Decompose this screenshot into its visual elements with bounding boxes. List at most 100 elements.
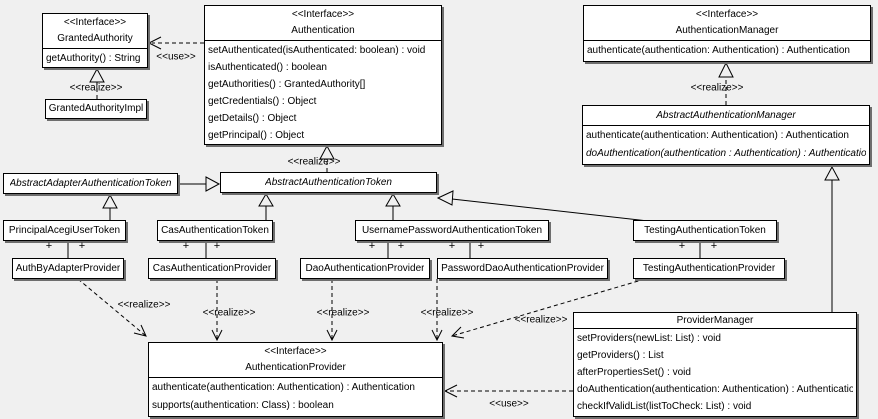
class-header: <<Interface>> GrantedAuthority xyxy=(43,14,147,48)
class-header: <<Interface>> AuthenticationProvider xyxy=(149,343,442,377)
uml-method: afterPropertiesSet() : void xyxy=(577,367,691,378)
uml-method: setProviders(newList: List) : void xyxy=(577,333,721,344)
use-arrow-providermanager-to-authenticationprovider xyxy=(443,384,573,398)
uml-method: getCredentials() : Object xyxy=(208,96,317,107)
uml-method: doAuthentication(authentication: Authent… xyxy=(577,384,853,395)
realize-label: <<realize>> xyxy=(69,82,123,94)
plus-marker: + xyxy=(213,240,221,252)
realize-label: <<realize>> xyxy=(316,307,370,319)
class-cas-authentication-token: CasAuthenticationToken xyxy=(157,220,273,241)
class-name: GrantedAuthorityImpl xyxy=(48,103,144,114)
class-name: PrincipalAcegiUserToken xyxy=(8,224,121,236)
plus-marker: + xyxy=(368,240,376,252)
class-name: UsernamePasswordAuthenticationToken xyxy=(361,224,543,236)
realize-label: <<realize>> xyxy=(514,314,568,326)
class-name: AuthenticationProvider xyxy=(245,362,346,373)
class-name: ProviderManager xyxy=(676,315,754,326)
methods-compartment: authenticate(authentication: Authenticat… xyxy=(583,125,869,164)
plus-marker: + xyxy=(710,240,718,252)
class-cas-authentication-provider: CasAuthenticationProvider xyxy=(148,258,276,279)
class-name: AuthByAdapterProvider xyxy=(15,262,121,274)
uml-method: getPrincipal() : Object xyxy=(208,130,305,141)
class-auth-by-adapter-provider: AuthByAdapterProvider xyxy=(12,258,124,279)
class-granted-authority-impl: GrantedAuthorityImpl xyxy=(45,99,147,119)
generalization-arrow-abstractadapter-to-abstracttoken xyxy=(178,176,221,192)
class-testing-authentication-token: TestingAuthenticationToken xyxy=(633,220,777,241)
class-password-dao-authentication-provider: PasswordDaoAuthenticationProvider xyxy=(437,258,608,279)
uml-method: doAuthentication(authentication : Authen… xyxy=(586,148,866,159)
class-abstract-authentication-manager: AbstractAuthenticationManager authentica… xyxy=(582,105,870,165)
class-authentication-provider: <<Interface>> AuthenticationProvider aut… xyxy=(148,342,443,417)
uml-method: authenticate(authentication: Authenticat… xyxy=(587,45,850,56)
class-authentication-manager: <<Interface>> AuthenticationManager auth… xyxy=(583,5,871,62)
class-header: AbstractAuthenticationManager xyxy=(583,106,869,125)
class-name: PasswordDaoAuthenticationProvider xyxy=(441,262,604,274)
class-name: AbstractAuthenticationManager xyxy=(656,110,796,121)
generalization-arrow-casauthenticationtoken xyxy=(258,193,274,220)
class-testing-authentication-provider: TestingAuthenticationProvider xyxy=(633,258,785,279)
realize-arrow-abstractauthenticationmanager xyxy=(718,61,734,105)
use-label: <<use>> xyxy=(156,51,196,63)
class-name: GrantedAuthority xyxy=(57,33,133,44)
realize-label: <<realize>> xyxy=(420,307,474,319)
uml-method: isAuthenticated() : boolean xyxy=(208,62,327,73)
class-name: Authentication xyxy=(291,25,355,36)
class-abstract-authentication-token: AbstractAuthenticationToken xyxy=(220,172,437,193)
use-arrow-authentication-to-grantedauthority xyxy=(147,36,204,50)
stereotype: <<Interface>> xyxy=(264,346,327,357)
class-name: AuthenticationManager xyxy=(675,25,779,36)
realize-arrow-abstractauthenticationtoken xyxy=(319,144,335,172)
class-name: CasAuthenticationProvider xyxy=(152,262,272,274)
class-name: CasAuthenticationToken xyxy=(161,224,269,236)
class-name: DaoAuthenticationProvider xyxy=(305,262,425,274)
class-name: AbstractAdapterAuthenticationToken xyxy=(9,177,172,189)
realize-label: <<realize>> xyxy=(690,82,744,94)
realize-arrow-passworddaoauthenticationprovider xyxy=(431,279,443,342)
methods-compartment: setAuthenticated(isAuthenticated: boolea… xyxy=(205,40,441,145)
uml-method: supports(authentication: Class) : boolea… xyxy=(152,400,334,411)
uml-method: checkIfValidList(listToCheck: List) : vo… xyxy=(577,401,752,412)
class-principal-acegi-user-token: PrincipalAcegiUserToken xyxy=(3,220,126,241)
plus-marker: + xyxy=(477,240,485,252)
class-username-password-authentication-token: UsernamePasswordAuthenticationToken xyxy=(355,220,549,241)
realize-label: <<realize>> xyxy=(287,156,341,168)
realize-arrow-grantedauthorityimpl xyxy=(89,67,105,99)
class-name: TestingAuthenticationToken xyxy=(644,224,766,236)
methods-compartment: authenticate(authentication: Authenticat… xyxy=(584,40,870,60)
realize-arrow-testingauthenticationprovider xyxy=(450,278,646,339)
class-name: AbstractAuthenticationToken xyxy=(265,176,392,188)
uml-method: setAuthenticated(isAuthenticated: boolea… xyxy=(208,45,426,56)
uml-method: authenticate(authentication: Authenticat… xyxy=(586,130,849,141)
plus-marker: + xyxy=(182,240,190,252)
plus-marker: + xyxy=(45,240,53,252)
uml-method: getAuthority() : String xyxy=(46,53,141,64)
class-name: TestingAuthenticationProvider xyxy=(642,262,776,274)
class-dao-authentication-provider: DaoAuthenticationProvider xyxy=(300,258,430,279)
stereotype: <<Interface>> xyxy=(291,9,355,20)
class-authentication: <<Interface>> Authentication setAuthenti… xyxy=(204,5,442,145)
generalization-arrow-testingauthenticationtoken xyxy=(436,190,649,222)
class-header: ProviderManager xyxy=(574,313,856,328)
uml-method: getProviders() : List xyxy=(577,350,664,361)
methods-compartment: getAuthority() : String xyxy=(43,48,147,68)
plus-marker: + xyxy=(678,240,686,252)
plus-marker: + xyxy=(397,240,405,252)
uml-method: authenticate(authentication: Authenticat… xyxy=(152,382,415,393)
realize-arrow-casauthenticationprovider xyxy=(211,279,223,342)
class-header: <<Interface>> Authentication xyxy=(205,6,441,40)
realize-label: <<realize>> xyxy=(202,307,256,319)
use-label: <<use>> xyxy=(489,398,529,410)
methods-compartment: authenticate(authentication: Authenticat… xyxy=(149,377,442,416)
uml-method: getAuthorities() : GrantedAuthority[] xyxy=(208,79,366,90)
methods-compartment: setProviders(newList: List) : void getPr… xyxy=(574,328,856,416)
realize-arrow-authbyadapterprovider xyxy=(77,278,147,337)
generalization-arrow-principalacegiusertoken xyxy=(102,193,118,220)
realize-label: <<realize>> xyxy=(117,299,171,311)
class-abstract-adapter-authentication-token: AbstractAdapterAuthenticationToken xyxy=(3,173,178,194)
plus-marker: + xyxy=(448,240,456,252)
generalization-arrow-providermanager xyxy=(824,165,840,312)
class-granted-authority: <<Interface>> GrantedAuthority getAuthor… xyxy=(42,13,148,68)
realize-arrow-daoauthenticationprovider xyxy=(326,279,338,342)
